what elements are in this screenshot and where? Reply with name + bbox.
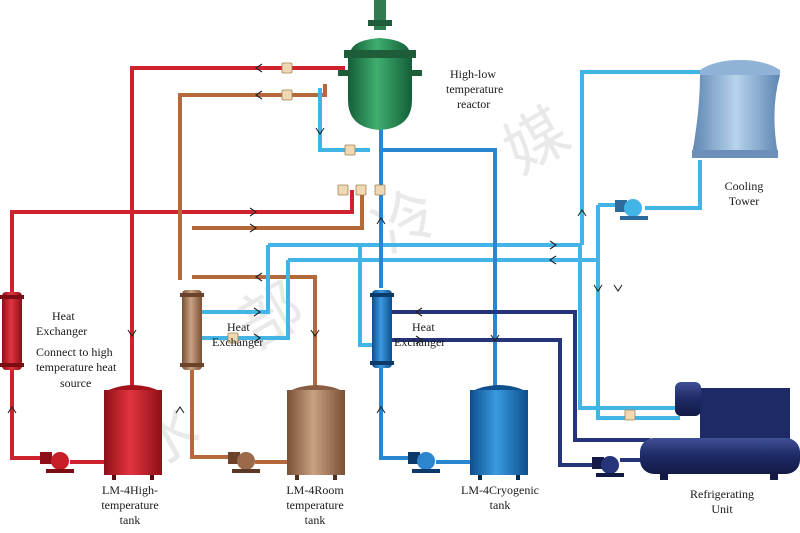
label-hx1-1: Heat bbox=[52, 309, 75, 323]
label-reactor-1: High-low bbox=[450, 67, 496, 81]
cryogenic-tank bbox=[470, 385, 528, 480]
room-temp-tank bbox=[287, 385, 345, 480]
label-refrig-1: Refrigerating bbox=[690, 487, 754, 501]
pump-refrigerant bbox=[592, 456, 624, 477]
svg-text:媒: 媒 bbox=[491, 94, 581, 188]
label-roomtank-3: tank bbox=[305, 513, 326, 527]
label-cryotank-2: tank bbox=[490, 498, 511, 512]
label-hx3-2: Exchanger bbox=[394, 335, 445, 349]
label-refrig-2: Unit bbox=[711, 502, 733, 516]
label-roomtank-2: temperature bbox=[286, 498, 343, 512]
label-hx1-2: Exchanger bbox=[36, 324, 87, 338]
pump-brown bbox=[228, 452, 260, 473]
label-hightank-2: temperature bbox=[101, 498, 158, 512]
heat-exchanger-blue bbox=[370, 290, 394, 368]
heat-exchanger-red bbox=[0, 292, 24, 370]
label-source-1: Connect to high bbox=[36, 345, 113, 359]
label-tower-2: Tower bbox=[729, 194, 759, 208]
label-hx3-1: Heat bbox=[412, 320, 435, 334]
pump-cooling bbox=[615, 199, 648, 220]
label-cryotank-1: LM-4Cryogenic bbox=[461, 483, 539, 497]
label-hightank-1: LM-4High- bbox=[102, 483, 158, 497]
label-reactor-3: reactor bbox=[457, 97, 490, 111]
cooling-tower bbox=[692, 60, 780, 158]
pump-red bbox=[40, 452, 74, 473]
heat-exchanger-brown bbox=[180, 290, 204, 370]
pump-blue bbox=[408, 452, 440, 473]
valves bbox=[227, 62, 636, 421]
cooling-pipes bbox=[200, 70, 702, 420]
refrigerating-unit bbox=[640, 382, 800, 480]
svg-text:冷: 冷 bbox=[361, 174, 451, 268]
room-temp-pipes bbox=[178, 84, 364, 464]
label-tower-1: Cooling bbox=[725, 179, 764, 193]
label-source-2: temperature heat bbox=[36, 360, 117, 374]
label-hx2-1: Heat bbox=[227, 320, 250, 334]
labels: High-low temperature reactor Cooling Tow… bbox=[36, 67, 763, 527]
high-temp-tank bbox=[104, 385, 162, 480]
label-hx2-2: Exchanger bbox=[212, 335, 263, 349]
reactor bbox=[338, 0, 422, 130]
label-roomtank-1: LM-4Room bbox=[286, 483, 344, 497]
label-hightank-3: tank bbox=[120, 513, 141, 527]
label-reactor-2: temperature bbox=[446, 82, 503, 96]
flow-arrows bbox=[7, 63, 623, 414]
label-source-3: source bbox=[60, 376, 91, 390]
